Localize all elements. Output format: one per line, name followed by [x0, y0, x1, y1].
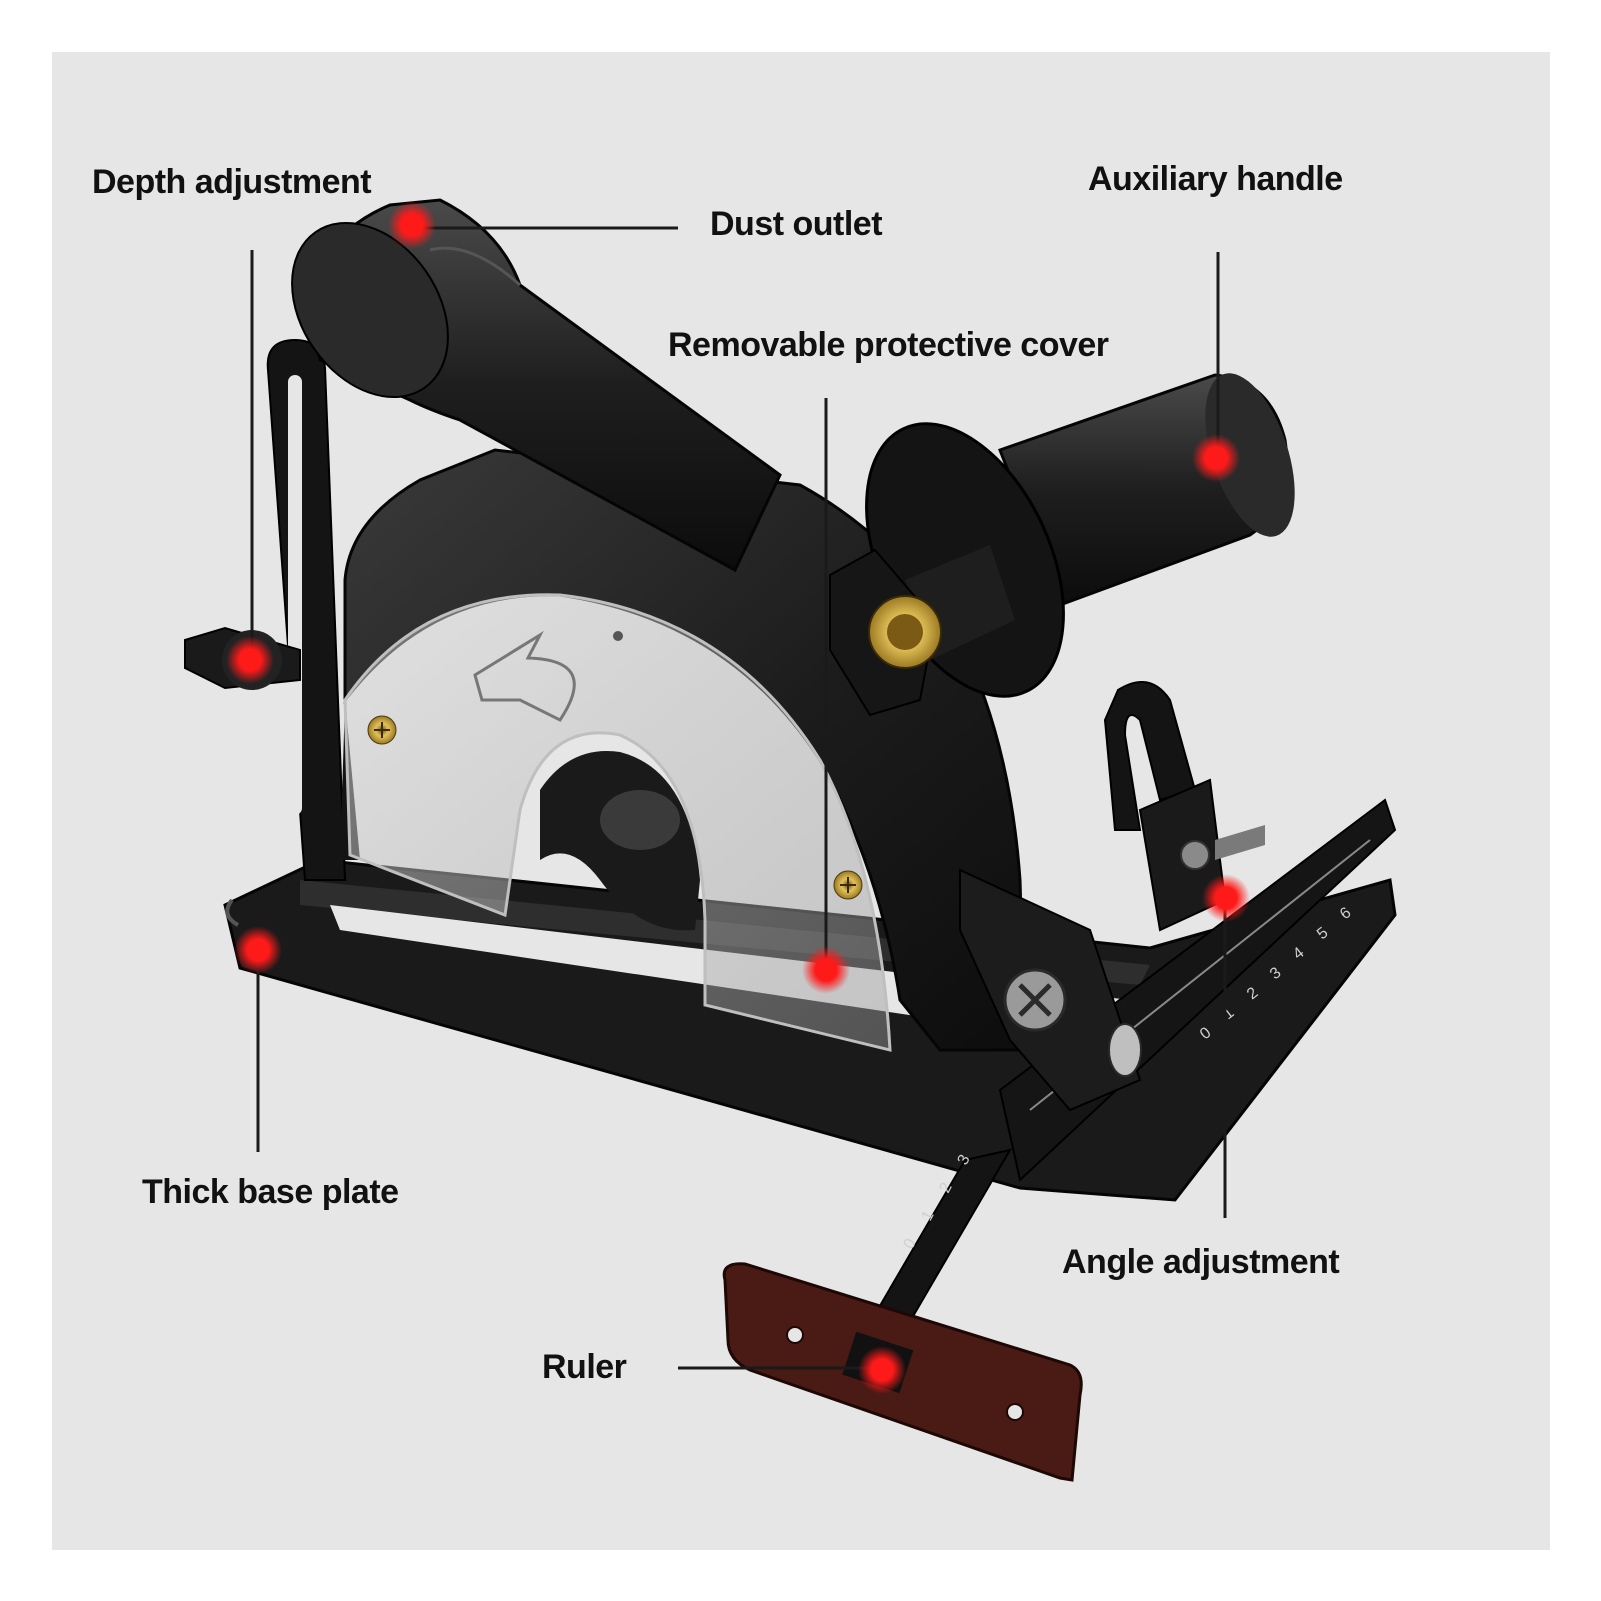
label-dust-outlet: Dust outlet: [710, 205, 882, 243]
marker-protective-cover: [802, 946, 850, 994]
label-thick-base-plate: Thick base plate: [142, 1173, 399, 1211]
leader-lines: [250, 226, 1227, 1370]
marker-dust-outlet: [388, 201, 436, 249]
label-depth-adjustment: Depth adjustment: [92, 163, 371, 201]
cutting-stand-illustration: 0 1 2 3 4 5 6 0 1 2 3: [184, 198, 1397, 1482]
label-removable-protective-cover: Removable protective cover: [668, 326, 1109, 364]
marker-thick-base-plate: [234, 926, 282, 974]
label-ruler: Ruler: [542, 1348, 627, 1386]
marker-dots: [226, 201, 1250, 1394]
marker-depth-adjustment: [226, 636, 274, 684]
label-angle-adjustment: Angle adjustment: [1062, 1243, 1339, 1281]
marker-angle-adjustment: [1202, 874, 1250, 922]
callout-labels: Depth adjustment Dust outlet Auxiliary h…: [92, 160, 1343, 1386]
depth-bracket: [184, 338, 347, 881]
marker-auxiliary-handle: [1192, 434, 1240, 482]
auxiliary-handle-body: [829, 373, 1295, 717]
label-auxiliary-handle: Auxiliary handle: [1088, 160, 1343, 198]
dust-outlet-tube: [291, 198, 782, 573]
protective-cover: [343, 593, 892, 1052]
spindle-opening: [540, 751, 700, 931]
marker-ruler: [858, 1346, 906, 1394]
